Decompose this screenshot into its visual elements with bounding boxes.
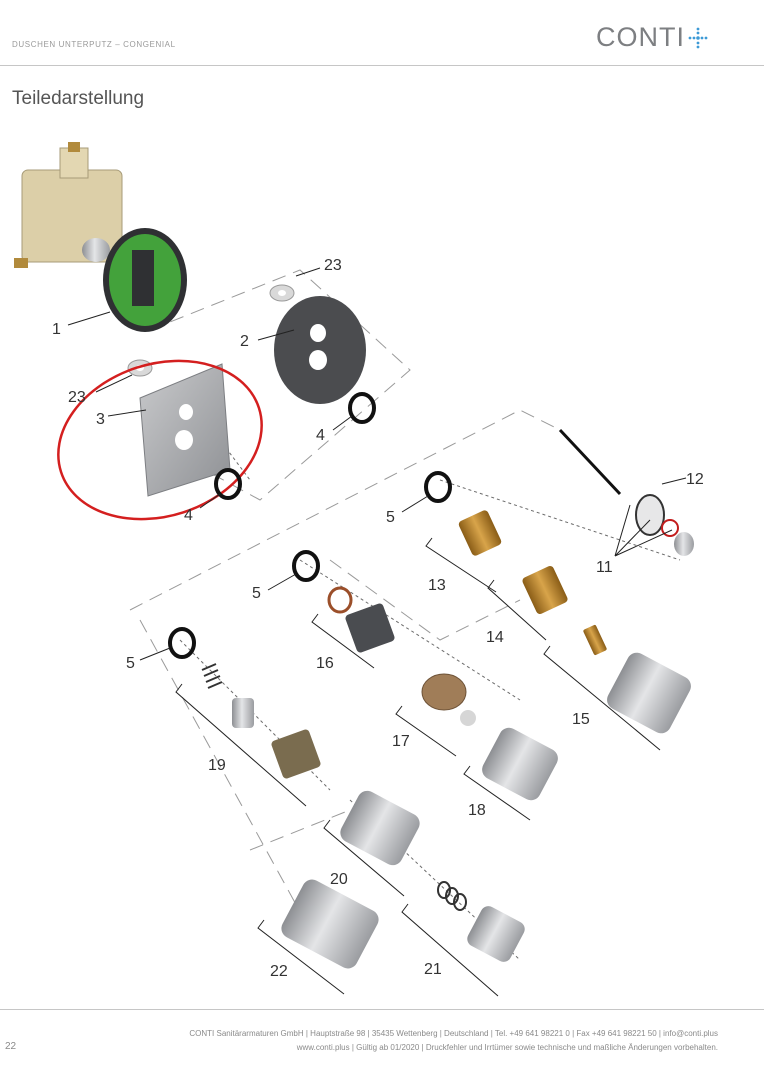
- part-label-19: 19: [208, 757, 226, 774]
- part-label-23a: 23: [324, 257, 342, 274]
- exploded-parts-diagram: 1 2 3 4 4 5 5 5 11 12 13 14 15 16 17 18 …: [14, 142, 704, 997]
- part-label-17: 17: [392, 733, 410, 750]
- part-label-12: 12: [686, 471, 704, 488]
- page-number: 22: [5, 1041, 17, 1052]
- part-label-15: 15: [572, 711, 590, 728]
- round-cover-plate: [274, 296, 366, 404]
- part-label-20: 20: [330, 871, 348, 888]
- part-label-1: 1: [52, 321, 61, 338]
- part-label-11: 11: [596, 559, 613, 576]
- footer-company-info: CONTI Sanitärarmaturen GmbH | Hauptstraß…: [189, 1029, 718, 1038]
- part-label-21: 21: [424, 961, 442, 978]
- part-label-16: 16: [316, 655, 334, 672]
- brand-name: CONTI: [596, 22, 685, 52]
- part-label-4b: 4: [184, 507, 193, 524]
- installation-body: [14, 142, 187, 332]
- part-labels: 1 2 3 4 4 5 5 5 11 12 13 14 15 16 17 18 …: [52, 257, 704, 980]
- page-title: Teiledarstellung: [12, 88, 145, 109]
- part-label-5b: 5: [252, 585, 261, 602]
- part-label-5c: 5: [126, 655, 135, 672]
- header-divider: [0, 65, 764, 66]
- part-label-14: 14: [486, 629, 504, 646]
- part-label-22: 22: [270, 963, 288, 980]
- brand-cross-icon: [688, 27, 708, 48]
- section-header: DUSCHEN UNTERPUTZ – CONGENIAL: [12, 40, 176, 49]
- brand-logo: CONTI: [596, 22, 709, 53]
- part-label-2: 2: [240, 333, 249, 350]
- part-label-23b: 23: [68, 389, 86, 406]
- part-label-5a: 5: [386, 509, 395, 526]
- part-label-18: 18: [468, 802, 486, 819]
- part-label-3: 3: [96, 411, 105, 428]
- footer-divider: [0, 1009, 764, 1010]
- highlight-circle: [57, 359, 263, 521]
- footer-legal-note: www.conti.plus | Gültig ab 01/2020 | Dru…: [296, 1043, 718, 1052]
- part-label-13: 13: [428, 577, 446, 594]
- part-label-4a: 4: [316, 427, 325, 444]
